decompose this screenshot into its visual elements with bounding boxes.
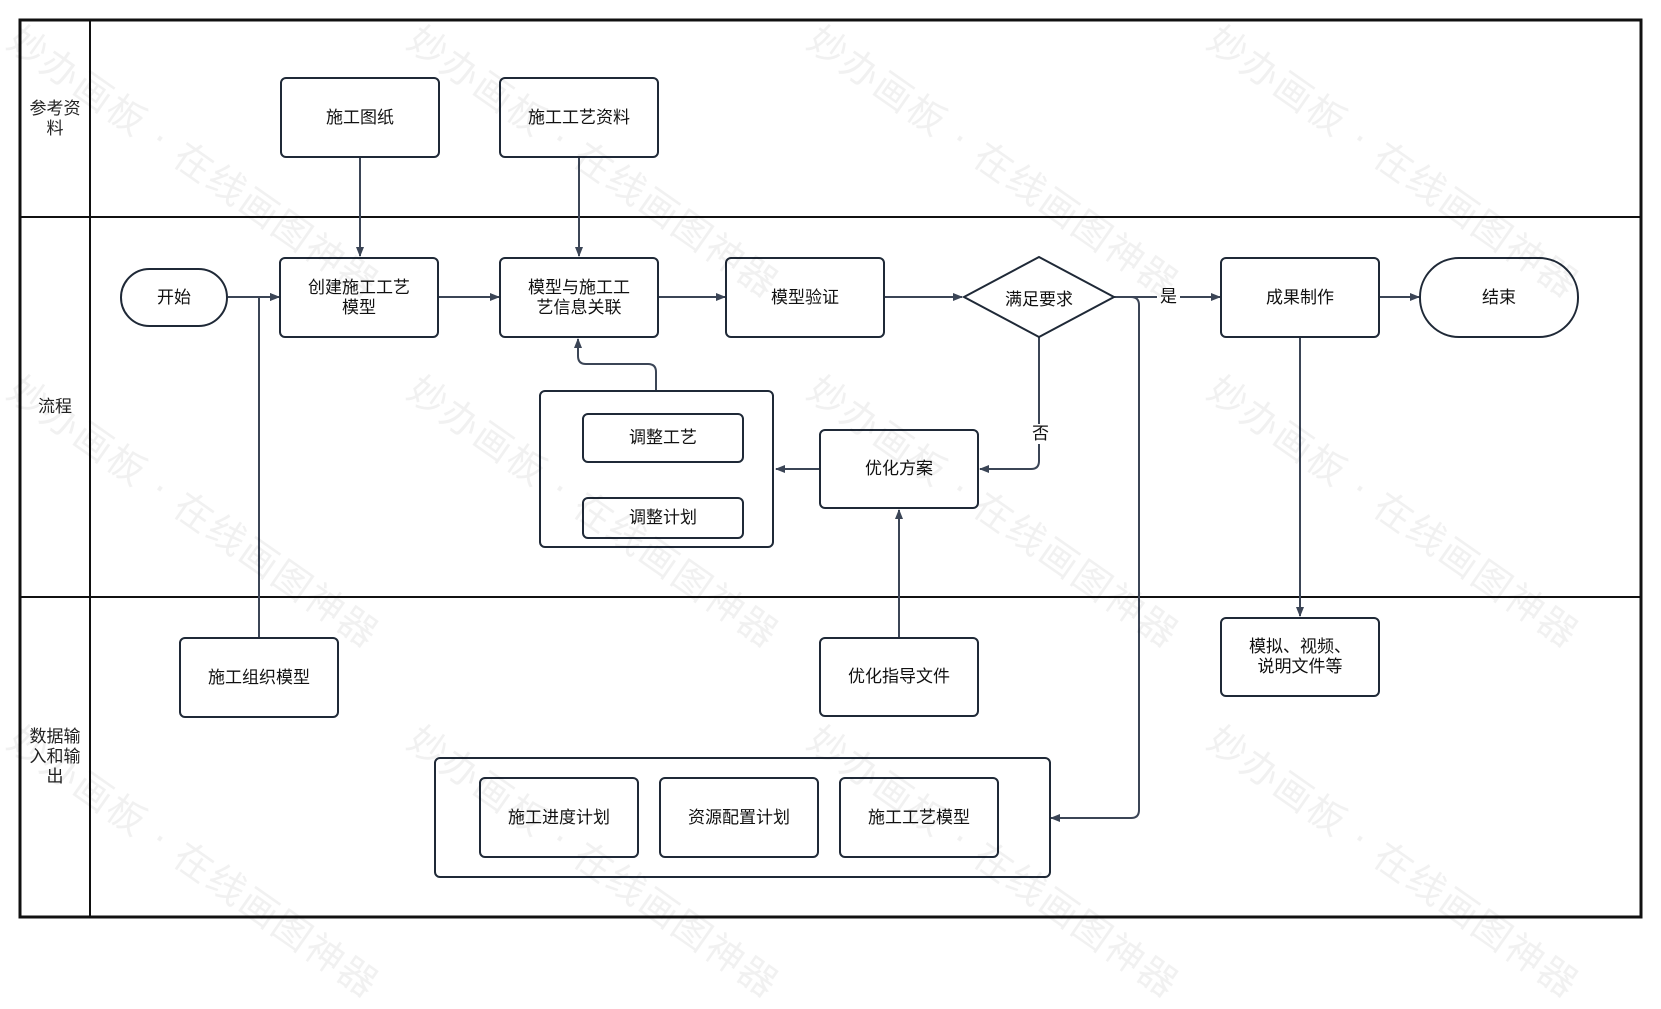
connector-layer bbox=[18, 18, 1643, 919]
lane-label-process: 流程 bbox=[38, 397, 72, 417]
edge-label-no: 否 bbox=[1029, 424, 1052, 444]
edge-adjust-to-link bbox=[574, 338, 657, 390]
decision-label: 满足要求 bbox=[1005, 289, 1073, 310]
node-optimization-plan: 优化方案 bbox=[819, 429, 979, 509]
node-model-verification: 模型验证 bbox=[725, 257, 885, 338]
data-output-group bbox=[434, 757, 1051, 878]
node-start: 开始 bbox=[120, 268, 228, 327]
node-adjust-plan: 调整计划 bbox=[582, 497, 744, 539]
node-process-documents: 施工工艺资料 bbox=[499, 77, 659, 158]
node-resource-plan: 资源配置计划 bbox=[659, 777, 819, 858]
node-create-process-model: 创建施工工艺模型 bbox=[279, 257, 439, 338]
lane-label-data: 数据输入和输出 bbox=[29, 727, 81, 787]
edge-decision-no-to-optimize bbox=[979, 337, 1040, 473]
edge-decision-to-data-group bbox=[1050, 296, 1140, 822]
flowchart: 参考资料 流程 数据输入和输出 施工图纸 施工工艺资料 开始 创建施工工艺模型 … bbox=[0, 17, 1643, 1007]
decision-diamond bbox=[961, 255, 1117, 339]
node-schedule-plan: 施工进度计划 bbox=[479, 777, 639, 858]
lane-label-reference: 参考资料 bbox=[29, 98, 81, 139]
node-optimization-guide: 优化指导文件 bbox=[819, 637, 979, 717]
node-simulation-outputs: 模拟、视频、说明文件等 bbox=[1220, 617, 1380, 697]
edge-label-yes: 是 bbox=[1157, 287, 1180, 307]
node-link-model-info: 模型与施工工艺信息关联 bbox=[499, 257, 659, 338]
node-process-model-output: 施工工艺模型 bbox=[839, 777, 999, 858]
node-construction-drawings: 施工图纸 bbox=[280, 77, 440, 158]
swimlane-frame bbox=[18, 18, 1643, 919]
node-result-production: 成果制作 bbox=[1220, 257, 1380, 338]
node-construction-org-model: 施工组织模型 bbox=[179, 637, 339, 718]
edge-orgmodel-to-create bbox=[258, 293, 280, 637]
adjustment-group bbox=[539, 390, 774, 548]
node-adjust-process: 调整工艺 bbox=[582, 413, 744, 463]
node-end: 结束 bbox=[1419, 257, 1579, 338]
